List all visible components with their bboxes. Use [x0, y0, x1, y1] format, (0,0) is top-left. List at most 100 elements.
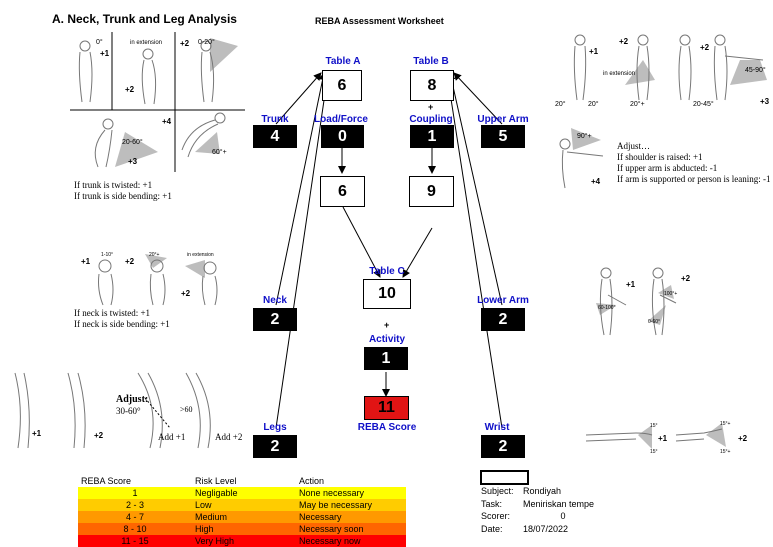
svg-text:+2: +2 — [700, 43, 710, 52]
svg-text:0-60°: 0-60° — [648, 319, 660, 325]
svg-text:+1: +1 — [81, 257, 91, 266]
load-force-label: Load/Force — [306, 114, 376, 125]
svg-text:+2: +2 — [738, 434, 748, 443]
risk-score-cell: 11 - 15 — [78, 535, 192, 547]
trunk-adjust-notes: If trunk is twisted: +1 If trunk is side… — [74, 180, 172, 202]
wrist-score: 2 — [481, 435, 525, 458]
table-b-label: Table B — [396, 56, 466, 67]
table-c-score: 10 — [363, 279, 411, 309]
risk-level-cell: Low — [192, 499, 296, 511]
neck-score: 2 — [253, 308, 297, 331]
svg-text:20°+: 20°+ — [630, 100, 645, 108]
svg-text:+2: +2 — [125, 257, 135, 266]
svg-text:1-10°: 1-10° — [101, 252, 113, 258]
activity-label: Activity — [352, 334, 422, 345]
risk-action-cell: May be necessary — [296, 499, 406, 511]
score-a-box: 6 — [320, 176, 365, 207]
lower-arm-label: Lower Arm — [468, 295, 538, 306]
svg-text:Add +2: Add +2 — [215, 432, 242, 442]
svg-text:20°+: 20°+ — [149, 252, 160, 258]
svg-text:+2: +2 — [94, 431, 104, 440]
subject-input-box[interactable] — [480, 470, 529, 485]
svg-text:90°+: 90°+ — [577, 132, 592, 140]
upper-arm-raised-figure: 90°+ +4 — [553, 128, 613, 190]
risk-level-cell: Medium — [192, 511, 296, 523]
svg-text:0°: 0° — [96, 38, 103, 46]
trunk-score: 4 — [253, 125, 297, 148]
task-label: Task: — [481, 499, 523, 512]
risk-level-cell: High — [192, 523, 296, 535]
arm-adjust-notes: Adjust… If shoulder is raised: +1 If upp… — [617, 141, 770, 185]
legs-posture-figure: +1 +2 Adjust: 30-60° >60 Add +1 Add +2 — [10, 368, 250, 458]
svg-text:30-60°: 30-60° — [116, 406, 141, 416]
risk-row: 4 - 7MediumNecessary — [78, 511, 406, 523]
risk-action-cell: None necessary — [296, 487, 406, 499]
svg-text:+4: +4 — [591, 177, 601, 186]
trunk-label: Trunk — [240, 114, 310, 125]
lower-arm-posture-figure: +1 +2 60-100° 100°+ 0-60° — [586, 265, 696, 340]
svg-text:100°+: 100°+ — [664, 291, 677, 297]
lower-arm-score: 2 — [481, 308, 525, 331]
upper-arm-label: Upper Arm — [468, 114, 538, 125]
assessment-meta: Subject:Rondiyah Task:Meniriskan tempe S… — [481, 486, 603, 536]
svg-text:Adjust:: Adjust: — [116, 394, 148, 405]
upper-arm-score: 5 — [481, 125, 525, 148]
reba-score-box: 11 — [364, 396, 409, 420]
header-action: Action — [296, 475, 406, 487]
risk-action-cell: Necessary soon — [296, 523, 406, 535]
table-a-score: 6 — [322, 70, 362, 101]
svg-text:+4: +4 — [162, 117, 172, 126]
task-value: Meniriskan tempe — [523, 499, 603, 512]
legs-score: 2 — [253, 435, 297, 458]
risk-table-header: REBA Score Risk Level Action — [78, 475, 406, 487]
svg-text:+3: +3 — [128, 157, 138, 166]
table-a-label: Table A — [308, 56, 378, 67]
date-value: 18/07/2022 — [523, 524, 603, 537]
wrist-posture-figure: 15° 15° +1 15°+ 15°+ +2 — [586, 417, 756, 457]
reba-score-label: REBA Score — [352, 422, 422, 433]
svg-text:20°: 20° — [555, 100, 566, 108]
svg-text:60-100°: 60-100° — [598, 305, 616, 311]
svg-text:+1: +1 — [626, 280, 636, 289]
svg-text:+2: +2 — [619, 37, 629, 46]
svg-text:15°+: 15°+ — [720, 421, 731, 427]
scorer-value: 0 — [523, 511, 603, 524]
risk-score-cell: 2 - 3 — [78, 499, 192, 511]
risk-action-cell: Necessary now — [296, 535, 406, 547]
svg-text:+3: +3 — [760, 97, 770, 106]
risk-score-cell: 8 - 10 — [78, 523, 192, 535]
risk-level-cell: Very High — [192, 535, 296, 547]
neck-posture-figure: +1 1-10° +2 20°+ in extension +2 — [75, 250, 235, 310]
neck-label: Neck — [240, 295, 310, 306]
svg-text:15°: 15° — [650, 423, 658, 429]
svg-text:+1: +1 — [658, 434, 668, 443]
table-c-label: Table C — [352, 266, 422, 277]
upper-arm-posture-figure: +1 +2 in extension +2 45-90° +3 20° 20° … — [555, 30, 773, 110]
svg-text:+2: +2 — [125, 85, 135, 94]
svg-text:>60: >60 — [180, 405, 193, 414]
svg-text:+1: +1 — [100, 49, 110, 58]
svg-text:+1: +1 — [32, 429, 42, 438]
scorer-label: Scorer: — [481, 511, 523, 524]
svg-text:20-60°: 20-60° — [122, 138, 143, 146]
trunk-posture-figure: 0° +1 in extension +2 +2 0-20° 20-60° +3… — [70, 32, 245, 182]
coupling-score: 1 — [410, 125, 454, 148]
svg-text:45-90°: 45-90° — [745, 66, 766, 74]
header-reba-score: REBA Score — [78, 475, 192, 487]
wrist-label: Wrist — [462, 422, 532, 433]
header-risk-level: Risk Level — [192, 475, 296, 487]
svg-text:0-20°: 0-20° — [198, 38, 215, 46]
svg-text:20°: 20° — [588, 100, 599, 108]
svg-text:+1: +1 — [589, 47, 599, 56]
svg-text:in extension: in extension — [187, 252, 214, 258]
plus-sign-2: + — [384, 320, 389, 330]
svg-text:60°+: 60°+ — [212, 148, 227, 156]
svg-text:in extension: in extension — [130, 40, 162, 46]
svg-text:+2: +2 — [181, 289, 191, 298]
table-b-score: 8 — [410, 70, 454, 101]
risk-score-cell: 4 - 7 — [78, 511, 192, 523]
